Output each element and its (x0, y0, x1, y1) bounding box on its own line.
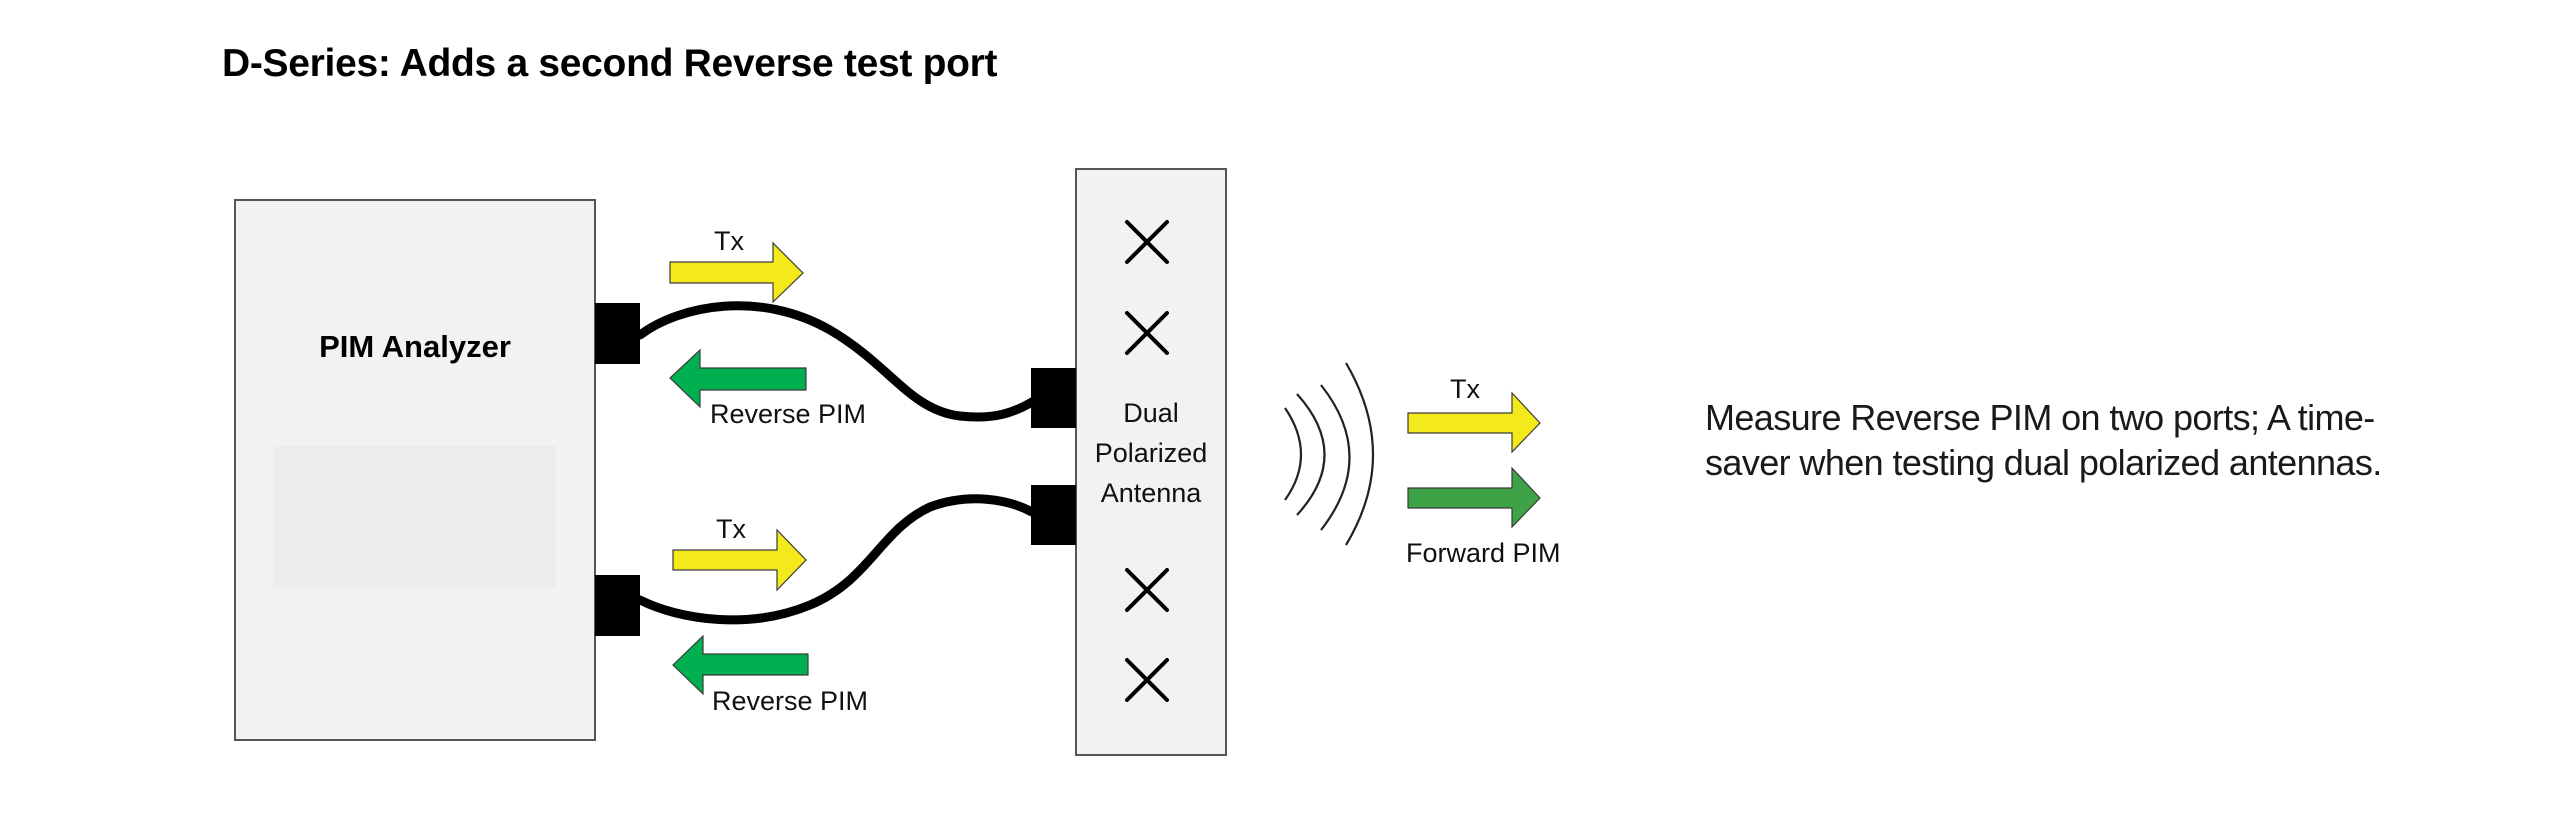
description-line-1: Measure Reverse PIM on two ports; A time… (1705, 397, 2375, 438)
antenna-element-x-icon (1125, 568, 1169, 612)
pim-analyzer-screen (274, 446, 556, 587)
antenna-body (1075, 168, 1227, 756)
cable-port-1 (635, 301, 1037, 422)
radio-wave-1 (1284, 407, 1302, 501)
forward-pim-arrow-icon (1407, 466, 1541, 529)
antenna-element-x-icon (1125, 658, 1169, 702)
reverse-pim-label-port-1: Reverse PIM (710, 399, 866, 429)
radio-wave-3 (1320, 384, 1351, 531)
tx-arrow-port-1-icon (669, 241, 804, 304)
tx-arrow-port-2-icon (672, 528, 807, 592)
description-line-2: saver when testing dual polarized antenn… (1705, 442, 2382, 483)
antenna-label-line-3: Antenna (1101, 478, 1203, 508)
antenna-elements (1125, 220, 1169, 702)
tx-label-port-1: Tx (714, 226, 744, 256)
reverse-pim-arrow-port-2-icon (672, 634, 809, 696)
pim-analyzer-label: PIM Analyzer (319, 329, 511, 364)
analyzer-port-1-connector (595, 303, 640, 364)
pim-analyzer: PIM Analyzer (234, 199, 596, 741)
antenna-element-x-icon (1125, 220, 1169, 264)
diagram-title: D-Series: Adds a second Reverse test por… (222, 42, 997, 85)
antenna-port-1-connector (1031, 368, 1076, 428)
antenna-label-line-1: Dual (1123, 398, 1179, 428)
x-stroke (1125, 568, 1169, 612)
reverse-pim-label-port-2: Reverse PIM (712, 686, 868, 716)
x-stroke (1125, 658, 1169, 702)
tx-label-radiated: Tx (1450, 374, 1480, 404)
x-stroke (1125, 311, 1169, 355)
antenna-label-line-2: Polarized (1095, 438, 1208, 468)
cable-port-2 (635, 494, 1037, 625)
radio-wave-2 (1296, 393, 1326, 516)
analyzer-port-2-connector (595, 575, 640, 636)
antenna-port-2-connector (1031, 485, 1076, 545)
tx-label-port-2: Tx (716, 514, 746, 544)
radio-waves-icon (1284, 362, 1374, 546)
tx-arrow-radiated-icon (1407, 391, 1541, 454)
dual-polarized-antenna: Dual Polarized Antenna (1075, 168, 1227, 756)
reverse-pim-arrow-port-1-icon (669, 348, 807, 409)
antenna-element-x-icon (1125, 311, 1169, 355)
forward-pim-label: Forward PIM (1406, 538, 1561, 568)
x-stroke (1125, 220, 1169, 264)
radio-wave-4 (1345, 362, 1374, 546)
